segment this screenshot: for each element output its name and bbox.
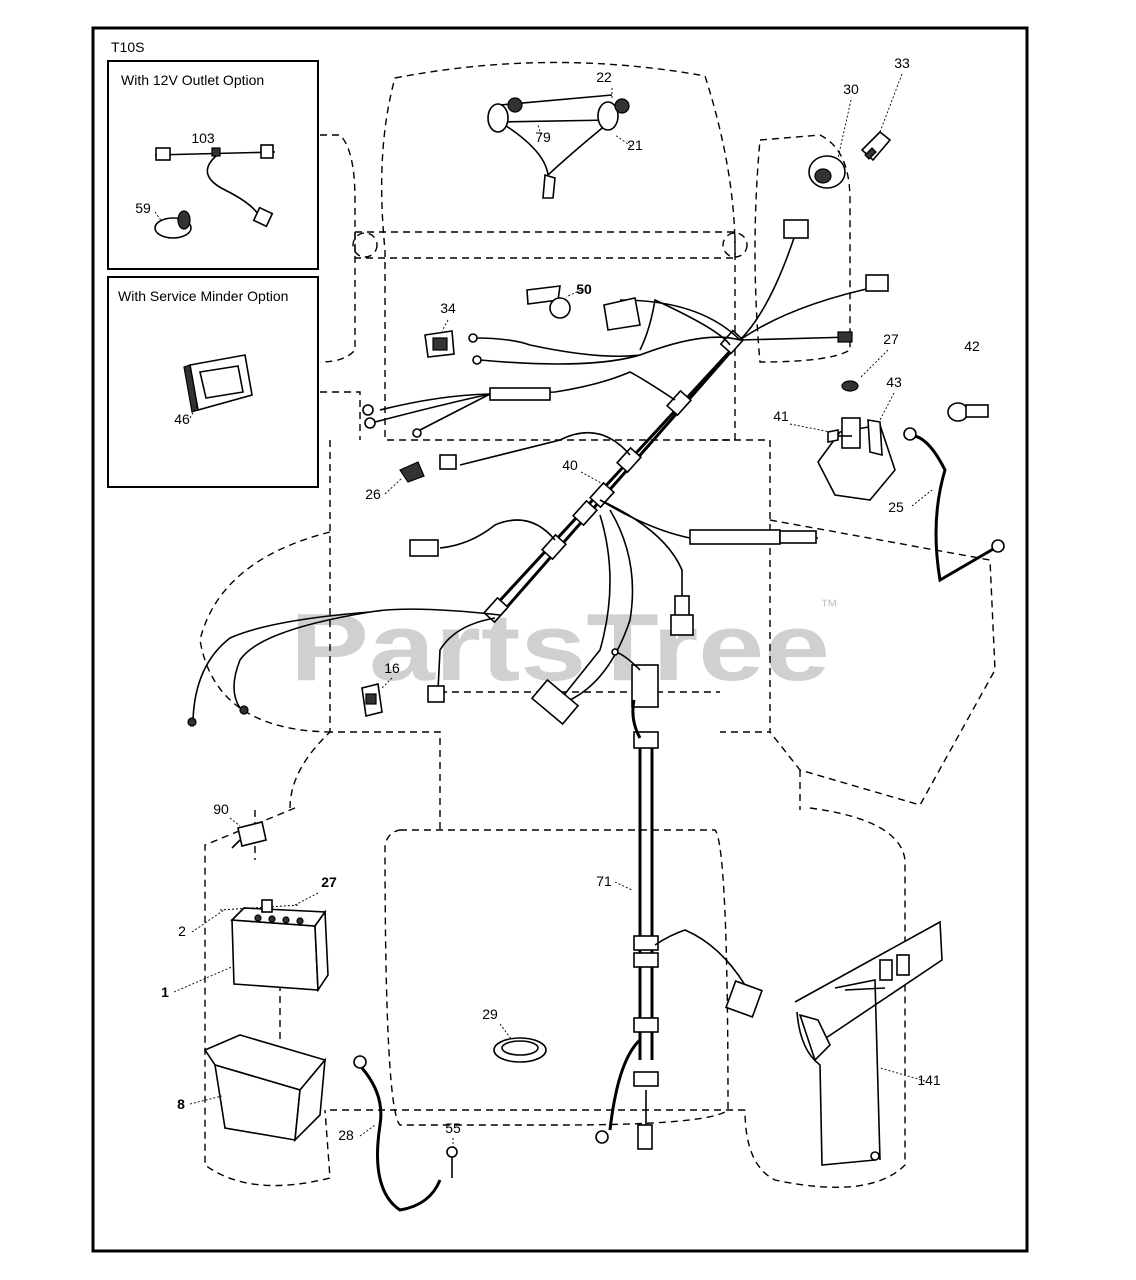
watermark: PartsTree (290, 594, 830, 701)
callout-103: 103 (191, 130, 215, 146)
callout-2: 2 (178, 923, 186, 939)
callout-28: 28 (338, 1127, 354, 1143)
callout-33: 33 (894, 55, 910, 71)
tractor-outline (199, 61, 996, 1188)
connector-16 (361, 683, 383, 717)
trademark: ™ (820, 596, 838, 616)
callout-41: 41 (773, 408, 789, 424)
callout-27: 27 (883, 331, 899, 347)
tag-label (603, 297, 641, 331)
battery-tray (203, 1034, 327, 1143)
battery-clamp-90 (231, 821, 267, 849)
callout-16: 16 (384, 660, 400, 676)
callout-55: 55 (445, 1120, 461, 1136)
callout-1: 1 (161, 984, 169, 1000)
battery (219, 899, 329, 993)
harness-71 (595, 648, 763, 1150)
callout-34: 34 (440, 300, 456, 316)
grommet-29 (493, 1037, 547, 1063)
fuse-26 (399, 461, 425, 483)
solenoid-assembly (817, 380, 896, 501)
callout-29: 29 (482, 1006, 498, 1022)
cable-25 (903, 427, 1005, 583)
ignition-switch (808, 155, 846, 189)
callout-25: 25 (888, 499, 904, 515)
key (860, 130, 892, 162)
callout-71: 71 (596, 873, 612, 889)
callout-27: 27 (321, 874, 337, 890)
callout-21: 21 (627, 137, 643, 153)
diagram-code: T10S (111, 39, 144, 55)
callout-30: 30 (843, 81, 859, 97)
callout-79: 79 (535, 129, 551, 145)
callout-141: 141 (917, 1072, 941, 1088)
relay-34 (424, 330, 455, 358)
bolt-55 (446, 1146, 458, 1178)
inset-12v-outlet: With 12V Outlet Option (107, 60, 319, 270)
callout-8: 8 (177, 1096, 185, 1112)
inset-12v-title: With 12V Outlet Option (121, 72, 264, 88)
headlight-assembly (487, 94, 630, 199)
callout-42: 42 (964, 338, 980, 354)
leader-lines (154, 73, 933, 1148)
callout-40: 40 (562, 457, 578, 473)
callout-43: 43 (886, 374, 902, 390)
switch-bracket-141 (794, 920, 943, 1166)
cable-28 (353, 1055, 442, 1212)
switch-50 (526, 285, 571, 319)
bolt-42 (947, 402, 989, 422)
callout-59: 59 (135, 200, 151, 216)
callout-46: 46 (174, 411, 190, 427)
main-harness (187, 219, 889, 727)
callout-50: 50 (576, 281, 592, 297)
inset-service-minder: With Service Minder Option (107, 276, 319, 488)
callout-22: 22 (596, 69, 612, 85)
inset-service-title: With Service Minder Option (118, 288, 288, 304)
diagram-frame (91, 26, 1029, 1253)
callout-90: 90 (213, 801, 229, 817)
callout-26: 26 (365, 486, 381, 502)
